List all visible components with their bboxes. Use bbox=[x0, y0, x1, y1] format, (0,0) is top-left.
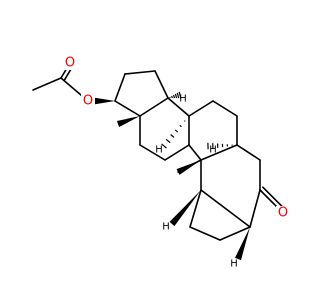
bond-c17-c16 bbox=[114, 73, 126, 102]
bond-c2-c1 bbox=[200, 189, 251, 228]
acetyl-carbonyl-oxygen-label: O bbox=[65, 56, 75, 71]
bond-c5-c10 bbox=[200, 144, 238, 161]
bond-c10-c9 bbox=[188, 144, 202, 161]
wedge-bond-c17-ester-oxygen bbox=[95, 97, 115, 105]
bond-c8-c14 bbox=[167, 97, 190, 117]
bond-c7-c6 bbox=[212, 100, 238, 117]
acetyl-carbonyl-oxygen-atom: O bbox=[63, 56, 77, 71]
wedge-bond-c13-methyl bbox=[116, 116, 140, 128]
ketone-oxygen-label: O bbox=[278, 206, 288, 221]
hash-bond-c14-h bbox=[169, 91, 182, 99]
bond-c16-c15 bbox=[124, 70, 156, 75]
steroid-acetate-structure: O O O H H H H H bbox=[32, 56, 290, 270]
wedge-bond-c2-h bbox=[235, 227, 250, 261]
bond-c5-c4 bbox=[236, 144, 261, 161]
bond-cc-c2 bbox=[219, 226, 251, 241]
bond-c15-c14 bbox=[154, 70, 169, 99]
bond-c8-c7 bbox=[188, 100, 214, 117]
hydrogen-label-c14: H bbox=[179, 94, 187, 105]
bond-ca-c1 bbox=[189, 189, 202, 228]
hash-bond-c5-h bbox=[207, 142, 233, 150]
ester-oxygen-atom: O bbox=[81, 94, 95, 109]
ester-oxygen-label: O bbox=[83, 94, 93, 109]
hydrogen-label-c3: H bbox=[230, 259, 238, 270]
bond-ac_me-ac_c bbox=[32, 77, 62, 91]
hydrogen-label-c1: H bbox=[162, 222, 170, 233]
wedge-bond-c1-h bbox=[169, 190, 201, 227]
bond-c11-c9 bbox=[164, 144, 190, 161]
wedge-bond-c10-methyl bbox=[176, 160, 201, 175]
bond-c3-c2 bbox=[249, 189, 261, 228]
hydrogen-label-c5: H bbox=[209, 145, 217, 156]
bond-c13-c17 bbox=[114, 100, 141, 117]
bond-c12-c11 bbox=[139, 144, 166, 161]
hydrogen-label-c8: H bbox=[155, 145, 163, 156]
bond-ca-cc bbox=[189, 226, 221, 241]
hash-bond-c8-h bbox=[161, 120, 186, 149]
bond-c14-c13 bbox=[139, 97, 169, 117]
ketone-oxygen-atom: O bbox=[276, 206, 290, 221]
stereo-bond-layer bbox=[95, 91, 250, 261]
